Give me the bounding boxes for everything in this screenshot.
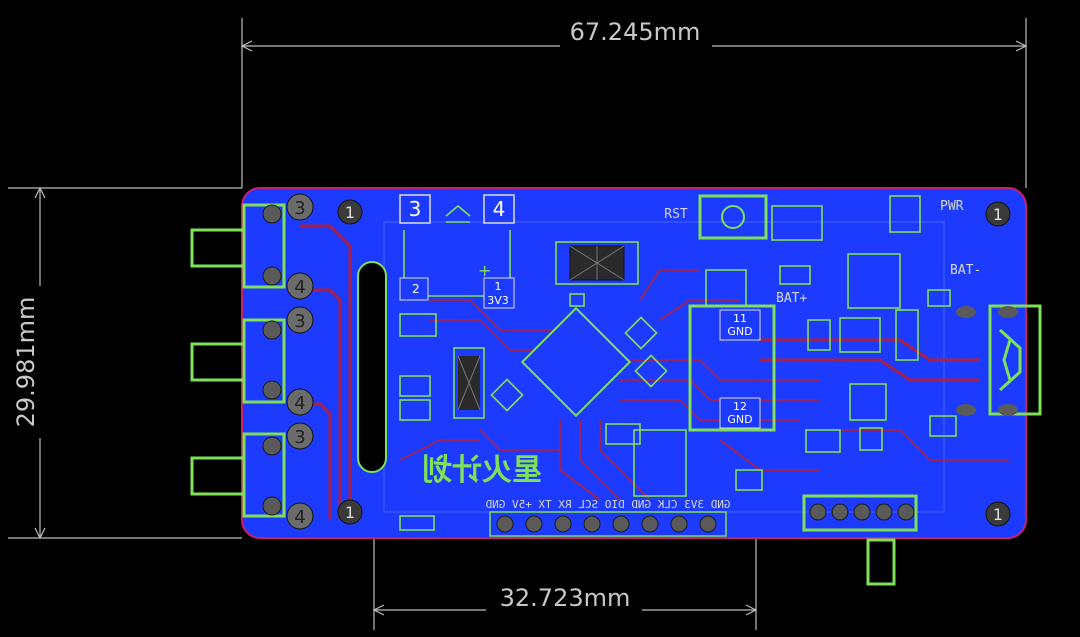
svg-text:2: 2	[412, 282, 420, 296]
width-dimension	[240, 18, 1028, 188]
usb-connector	[956, 304, 1042, 416]
pin-header	[489, 511, 727, 537]
mount-hole-top-left: 1	[337, 199, 363, 225]
regulator-block: 3 4 + 2 1 3V3	[399, 194, 515, 309]
passive-components	[399, 195, 957, 531]
connector-1-pin-4: 4	[294, 277, 305, 298]
switch-header	[802, 494, 918, 586]
bat-minus-label: BAT-	[950, 263, 981, 278]
connector-3: 3 4	[190, 422, 314, 530]
svg-text:1: 1	[495, 280, 502, 293]
pcb-board	[241, 187, 1027, 539]
gnd-module: 11 GND 12 GND	[688, 304, 776, 432]
mount-hole-bottom-left: 1	[337, 499, 363, 525]
svg-text:GND: GND	[727, 413, 752, 426]
connector-3-pin-3: 3	[294, 427, 305, 448]
connector-3-pin-4: 4	[294, 507, 305, 528]
height-dimension	[8, 186, 242, 540]
bat-plus-label: BAT+	[776, 291, 807, 306]
svg-text:RST: RST	[664, 207, 688, 222]
pwr-label: PWR	[940, 199, 964, 214]
crystal-left	[453, 347, 485, 419]
width-dimension-label: 67.245mm	[570, 18, 701, 46]
mount-hole-top-right: 1	[985, 201, 1011, 227]
connector-2-pin-4: 4	[294, 393, 305, 414]
svg-text:1: 1	[345, 203, 355, 222]
svg-text:3V3: 3V3	[487, 294, 509, 307]
mcu-chip	[520, 306, 632, 418]
header-dimension-label: 32.723mm	[500, 584, 631, 612]
crystal-top	[555, 241, 639, 285]
connector-2: 3 4	[190, 306, 314, 416]
svg-text:GND: GND	[727, 325, 752, 338]
svg-text:11: 11	[733, 312, 747, 325]
connector-2-pin-3: 3	[294, 311, 305, 332]
svg-text:4: 4	[493, 197, 506, 221]
svg-text:3: 3	[409, 197, 422, 221]
connector-1: 3 4	[190, 193, 314, 300]
svg-text:1: 1	[993, 205, 1003, 224]
connector-1-pin-3: 3	[294, 198, 305, 219]
mount-hole-bottom-right: 1	[985, 501, 1011, 527]
header-pin-labels: GND 3V3 CLK GND DIO SCL RX TX +5V GND	[485, 498, 730, 511]
svg-text:1: 1	[345, 503, 355, 522]
height-dimension-label: 29.981mm	[12, 297, 40, 428]
reset-button: RST	[664, 194, 768, 240]
header-dimension	[372, 538, 758, 630]
svg-text:1: 1	[993, 505, 1003, 524]
svg-text:12: 12	[733, 400, 747, 413]
board-slot	[357, 261, 387, 473]
svg-text:+: +	[478, 261, 491, 280]
brand-logo: 星火计划	[422, 453, 542, 488]
